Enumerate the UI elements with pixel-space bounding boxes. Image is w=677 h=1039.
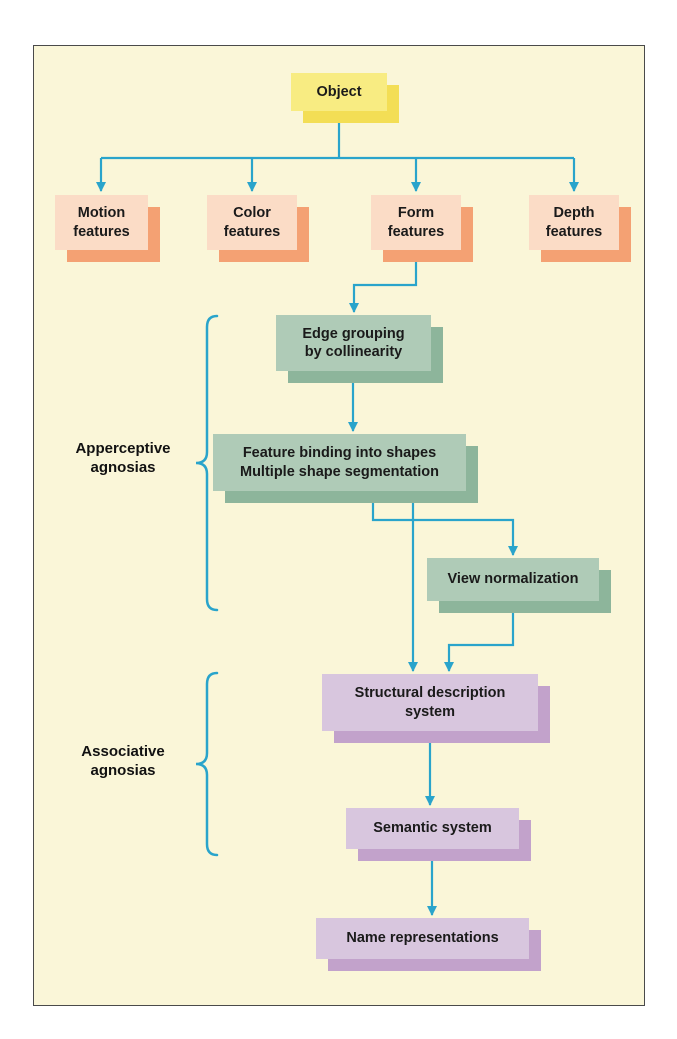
node-name-representations: Name representations (316, 918, 529, 959)
node-motion-features: Motion features (55, 195, 148, 250)
apperceptive-brace (195, 314, 219, 612)
node-object: Object (291, 73, 387, 111)
associative-brace (195, 671, 219, 857)
node-feature-binding: Feature binding into shapes Multiple sha… (213, 434, 466, 491)
node-view-normalization: View normalization (427, 558, 599, 601)
node-form-features: Form features (371, 195, 461, 250)
label-associative-agnosias: Associative agnosias (81, 743, 165, 779)
node-color-features: Color features (207, 195, 297, 250)
node-depth-features: Depth features (529, 195, 619, 250)
arrow-binding-to-viewnorm (371, 491, 518, 556)
node-edge-grouping: Edge grouping by collinearity (276, 315, 431, 371)
node-semantic-system: Semantic system (346, 808, 519, 849)
flow-arrows (96, 111, 579, 916)
node-structural-description-system: Structural description system (322, 674, 538, 731)
braces (195, 314, 219, 857)
arrow-viewnorm-to-structural (444, 601, 515, 672)
label-apperceptive-agnosias: Apperceptive agnosias (75, 440, 171, 476)
arrow-form-to-edge (349, 250, 418, 313)
